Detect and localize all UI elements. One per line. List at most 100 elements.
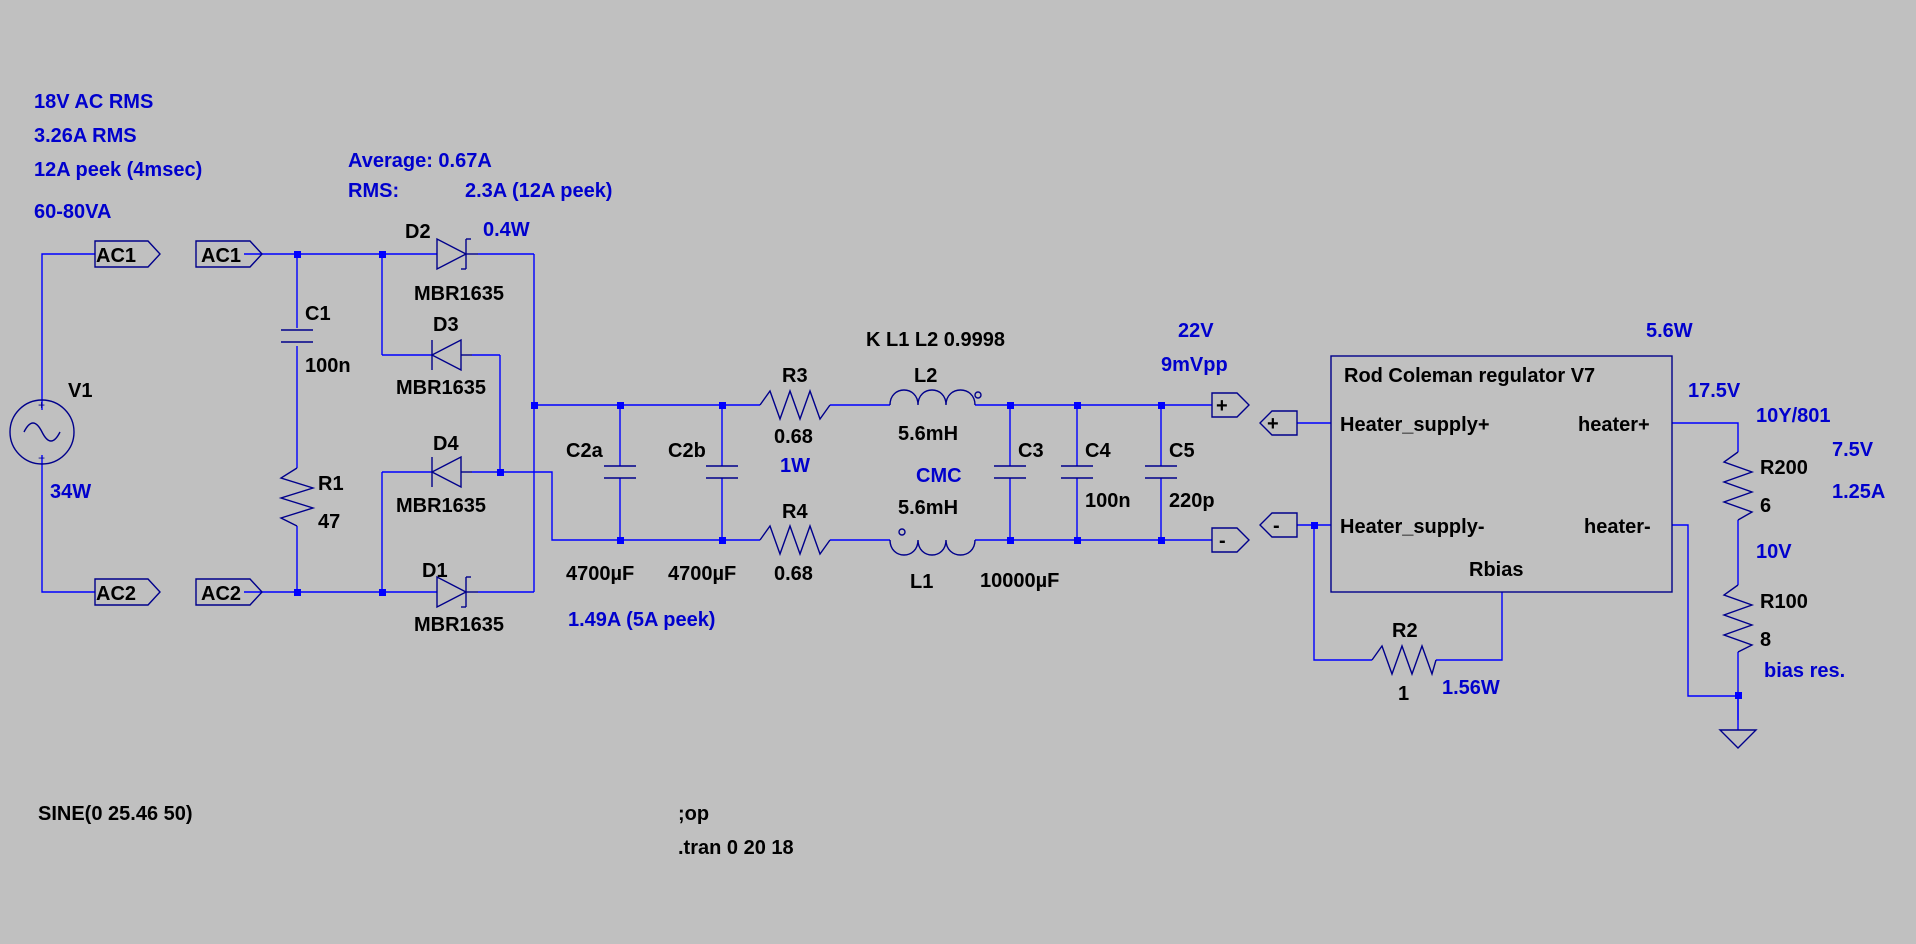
regulator-title: Rod Coleman regulator V7: [1344, 365, 1595, 387]
diode-d3[interactable]: [430, 338, 472, 372]
port-label: -: [1219, 530, 1226, 552]
port-label: +: [1267, 413, 1279, 435]
rms-value: 2.3A (12A peek): [465, 180, 612, 202]
source-directive: SINE(0 25.46 50): [38, 803, 193, 825]
c5-name: C5: [1169, 440, 1195, 462]
port-label: AC1: [201, 245, 241, 267]
port-ac2-left: AC2: [94, 578, 161, 606]
cmc-note: CMC: [916, 465, 962, 487]
r100-voltage-note: 10V: [1756, 541, 1792, 563]
r100-value: 8: [1760, 629, 1771, 651]
d1-model: MBR1635: [414, 614, 504, 636]
regulator-power-note: 5.6W: [1646, 320, 1693, 342]
r1-value: 47: [318, 511, 340, 533]
peak-note: 12A peek (4msec): [34, 159, 202, 181]
capacitor-c1[interactable]: [281, 329, 313, 343]
heater-voltage-note: 17.5V: [1688, 380, 1741, 402]
l1-value: 5.6mH: [898, 497, 958, 519]
capacitor-c5[interactable]: [1145, 465, 1177, 479]
va-note: 60-80VA: [34, 201, 111, 223]
ac-rms-note: 18V AC RMS: [34, 91, 153, 113]
d4-name: D4: [433, 433, 459, 455]
op-directive: ;op: [678, 803, 709, 825]
c2a-value: 4700µF: [566, 563, 634, 585]
pin-heater-supply-minus: Heater_supply-: [1340, 516, 1485, 538]
resistor-r1[interactable]: [278, 467, 316, 527]
r200-value: 6: [1760, 495, 1771, 517]
capacitor-c4[interactable]: [1061, 465, 1093, 479]
wires: [41, 253, 1739, 730]
coupling-directive: K L1 L2 0.9998: [866, 329, 1005, 351]
r2-power-note: 1.56W: [1442, 677, 1500, 699]
tube-note: 10Y/801: [1756, 405, 1831, 427]
d2-power-note: 0.4W: [483, 219, 530, 241]
l1-name: L1: [910, 571, 933, 593]
capacitor-c2b[interactable]: [706, 465, 738, 479]
regulator-block[interactable]: [1330, 355, 1673, 593]
d4-model: MBR1635: [396, 495, 486, 517]
d3-model: MBR1635: [396, 377, 486, 399]
resistor-r100[interactable]: [1721, 584, 1755, 653]
regulator-labels: Rod Coleman regulator V7 Heater_supply+ …: [1340, 365, 1651, 581]
d1-name: D1: [422, 560, 448, 582]
capacitor-c3[interactable]: [994, 465, 1026, 479]
port-ac1-right: AC1: [195, 240, 263, 268]
diode-d2[interactable]: [436, 237, 478, 271]
port-label: AC2: [201, 583, 241, 605]
capacitor-c2a[interactable]: [604, 465, 636, 479]
tube-voltage-note: 7.5V: [1832, 439, 1874, 461]
port-minus-in: -: [1259, 512, 1298, 538]
cap-current-note: 1.49A (5A peek): [568, 609, 715, 631]
diode-d4[interactable]: [430, 455, 472, 489]
tran-directive: .tran 0 20 18: [678, 837, 794, 859]
port-plus-in: +: [1259, 410, 1298, 436]
pin-heater-minus: heater-: [1584, 516, 1651, 538]
c2b-name: C2b: [668, 440, 706, 462]
d3-name: D3: [433, 314, 459, 336]
c1-name: C1: [305, 303, 331, 325]
svg-text:−: −: [38, 451, 45, 465]
pin-heater-supply-plus: Heater_supply+: [1340, 414, 1490, 436]
c2a-name: C2a: [566, 440, 604, 462]
d2-name: D2: [405, 221, 431, 243]
inductor-l1[interactable]: [889, 528, 976, 556]
resistor-r3[interactable]: [759, 388, 831, 422]
c5-value: 220p: [1169, 490, 1215, 512]
resistor-r4[interactable]: [759, 523, 831, 557]
inductor-l2[interactable]: [889, 389, 982, 406]
spice-directives: SINE(0 25.46 50) ;op .tran 0 20 18: [38, 803, 794, 859]
r100-name: R100: [1760, 591, 1808, 613]
r2-value: 1: [1398, 683, 1409, 705]
current-rms-note: 3.26A RMS: [34, 125, 137, 147]
r1-name: R1: [318, 473, 344, 495]
c1-value: 100n: [305, 355, 351, 377]
pin-heater-plus: heater+: [1578, 414, 1650, 436]
annotations: 18V AC RMS 3.26A RMS 12A peek (4msec) 60…: [34, 91, 1885, 699]
port-plus-out: +: [1211, 392, 1250, 418]
bias-resistor-note: bias res.: [1764, 660, 1845, 682]
r4-value: 0.68: [774, 563, 813, 585]
junction-dots: [294, 251, 1742, 699]
resistor-r200[interactable]: [1721, 451, 1755, 521]
output-voltage-note: 22V: [1178, 320, 1214, 342]
d2-model: MBR1635: [414, 283, 504, 305]
c3-value: 10000µF: [980, 570, 1059, 592]
r4-name: R4: [782, 501, 808, 523]
r3-value: 0.68: [774, 426, 813, 448]
ripple-note: 9mVpp: [1161, 354, 1228, 376]
voltage-source-v1[interactable]: + −: [9, 398, 75, 465]
v1-name: V1: [68, 380, 92, 402]
resistor-r2[interactable]: [1371, 643, 1437, 677]
diode-d1[interactable]: [436, 575, 478, 609]
port-ac2-right: AC2: [195, 578, 263, 606]
l2-name: L2: [914, 365, 937, 387]
pin-rbias: Rbias: [1469, 559, 1523, 581]
l2-value: 5.6mH: [898, 423, 958, 445]
c4-name: C4: [1085, 440, 1111, 462]
r2-name: R2: [1392, 620, 1418, 642]
svg-text:+: +: [38, 398, 45, 412]
port-label: +: [1216, 395, 1228, 417]
c4-value: 100n: [1085, 490, 1131, 512]
r3-power-note: 1W: [780, 455, 810, 477]
